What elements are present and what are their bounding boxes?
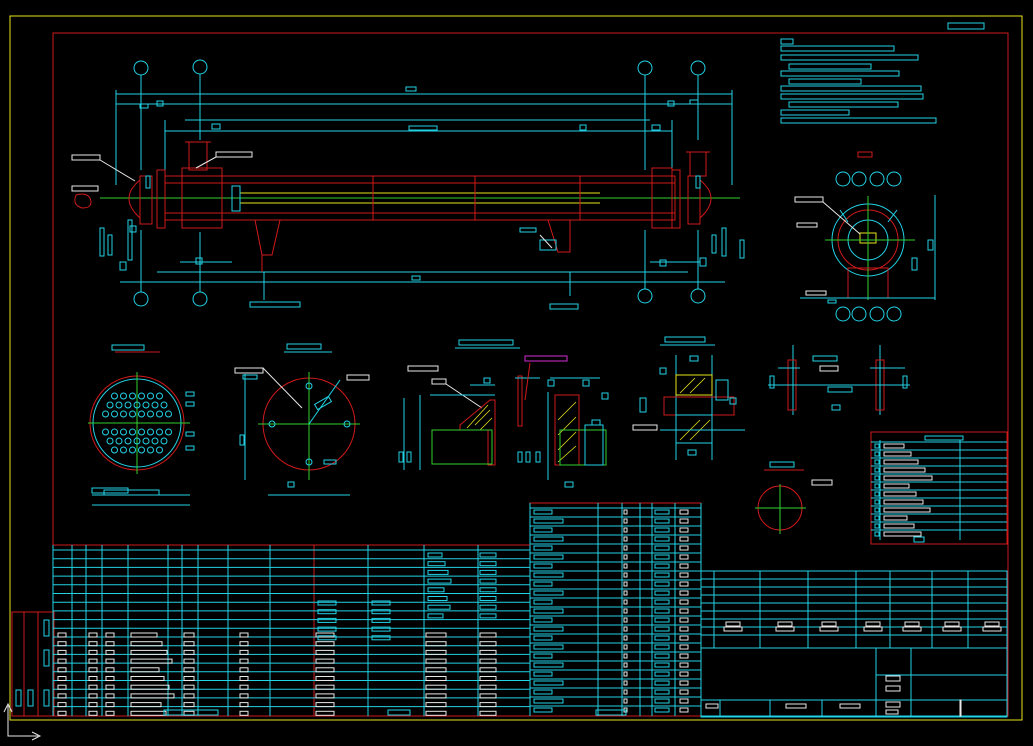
nozzle-table (529, 502, 702, 717)
tube-hole (129, 446, 136, 454)
tube-hole (160, 437, 168, 445)
tube-hole (156, 428, 163, 436)
tube-hole (142, 401, 150, 409)
tube-hole (106, 437, 114, 445)
tube-hole (151, 401, 159, 409)
tube-hole (165, 428, 172, 436)
tube-hole (120, 428, 127, 436)
tube-hole (106, 401, 114, 409)
baffle-view (234, 343, 370, 496)
small-circle-detail (755, 461, 833, 534)
tube-hole (111, 410, 118, 418)
tube-hole (160, 401, 168, 409)
nozzle-balloons-top (133, 59, 706, 170)
title-block (163, 536, 1008, 718)
tube-hole (129, 410, 136, 418)
tube-hole (102, 410, 109, 418)
tube-hole (147, 392, 154, 400)
end-view (794, 151, 936, 322)
tube-hole (111, 392, 118, 400)
tube-holes (102, 392, 172, 454)
nozzle-weld-detail (632, 336, 745, 460)
tube-hole (102, 428, 109, 436)
tube-hole (129, 428, 136, 436)
tube-hole (147, 446, 154, 454)
tube-hole (156, 410, 163, 418)
tube-hole (120, 410, 127, 418)
tube-hole (129, 392, 136, 400)
tube-hole (133, 437, 141, 445)
tube-hole (142, 437, 150, 445)
tube-hole (133, 401, 141, 409)
flange-section-details (398, 339, 609, 488)
tube-hole (115, 437, 123, 445)
tube-hole (120, 392, 127, 400)
end-view-nozzle-balloons-top (835, 171, 902, 187)
tube-hole (165, 410, 172, 418)
tube-hole (138, 410, 145, 418)
tube-hole (151, 437, 159, 445)
bill-of-materials-table (52, 544, 531, 717)
technical-notes (780, 38, 937, 124)
support-detail (768, 345, 910, 415)
tube-hole (124, 401, 132, 409)
tube-hole (138, 446, 145, 454)
tube-hole (147, 410, 154, 418)
design-data-table (870, 431, 1008, 545)
tubesheet-layout-view (88, 344, 195, 506)
tube-hole (138, 428, 145, 436)
tube-hole (111, 446, 118, 454)
end-view-nozzle-balloons-bottom (835, 306, 902, 322)
side-strip-table (11, 611, 55, 717)
tube-hole (156, 392, 163, 400)
tube-hole (156, 446, 163, 454)
tube-hole (138, 392, 145, 400)
ucs-axis-icon (3, 702, 42, 741)
nozzle-balloons-bottom (133, 230, 706, 307)
tube-hole (111, 428, 118, 436)
tube-hole (115, 401, 123, 409)
tube-hole (120, 446, 127, 454)
main-elevation-view (71, 59, 745, 310)
tube-hole (124, 437, 132, 445)
tube-hole (147, 428, 154, 436)
